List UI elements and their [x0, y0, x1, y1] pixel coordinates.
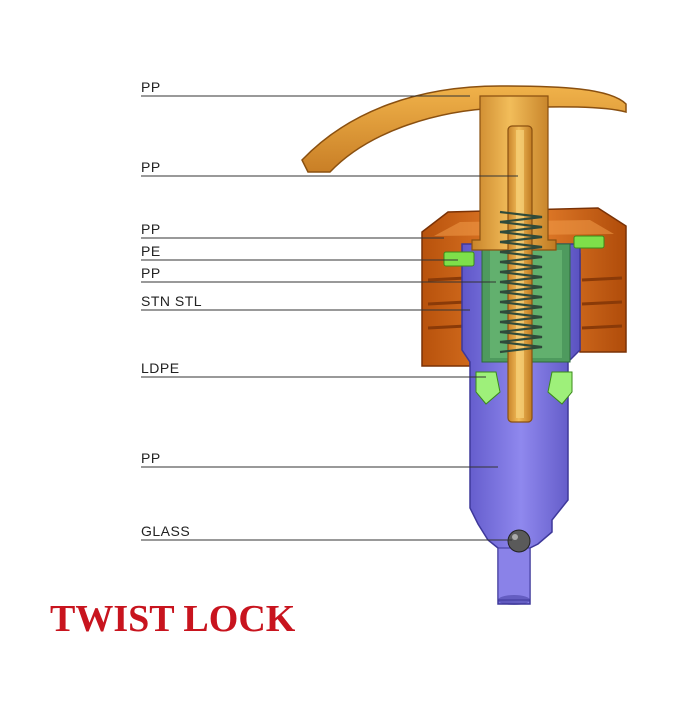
label-pp-body: PP: [141, 450, 161, 466]
leader-lines: [141, 95, 518, 541]
spring-coil: [499, 250, 543, 264]
label-pe: PE: [141, 243, 161, 259]
check-ball: [507, 529, 531, 553]
spring: [499, 210, 543, 354]
spring-coil: [499, 330, 543, 344]
label-pp-closure: PP: [141, 221, 161, 237]
label-glass: GLASS: [141, 523, 191, 539]
spring-coil: [499, 210, 543, 224]
spring-coil: [499, 260, 543, 274]
label-pp-actuator: PP: [141, 79, 161, 95]
label-ldpe: LDPE: [141, 360, 180, 376]
spring-coil: [499, 310, 543, 324]
spring-coil: [499, 280, 543, 294]
gaskets: [443, 235, 605, 405]
label-pp-stem: PP: [141, 159, 161, 175]
spring-coil: [499, 230, 543, 244]
spring-coil: [499, 320, 543, 334]
spring-coil: [499, 240, 543, 254]
spring-coil: [499, 300, 543, 314]
spring-coil: [499, 220, 543, 234]
label-stn-stl: STN STL: [141, 293, 203, 309]
spring-coil: [499, 290, 543, 304]
spring-coil: [499, 340, 543, 354]
label-pp-housing: PP: [141, 265, 161, 281]
spring-coil: [499, 270, 543, 284]
diagram-title: TWIST LOCK: [50, 598, 296, 640]
